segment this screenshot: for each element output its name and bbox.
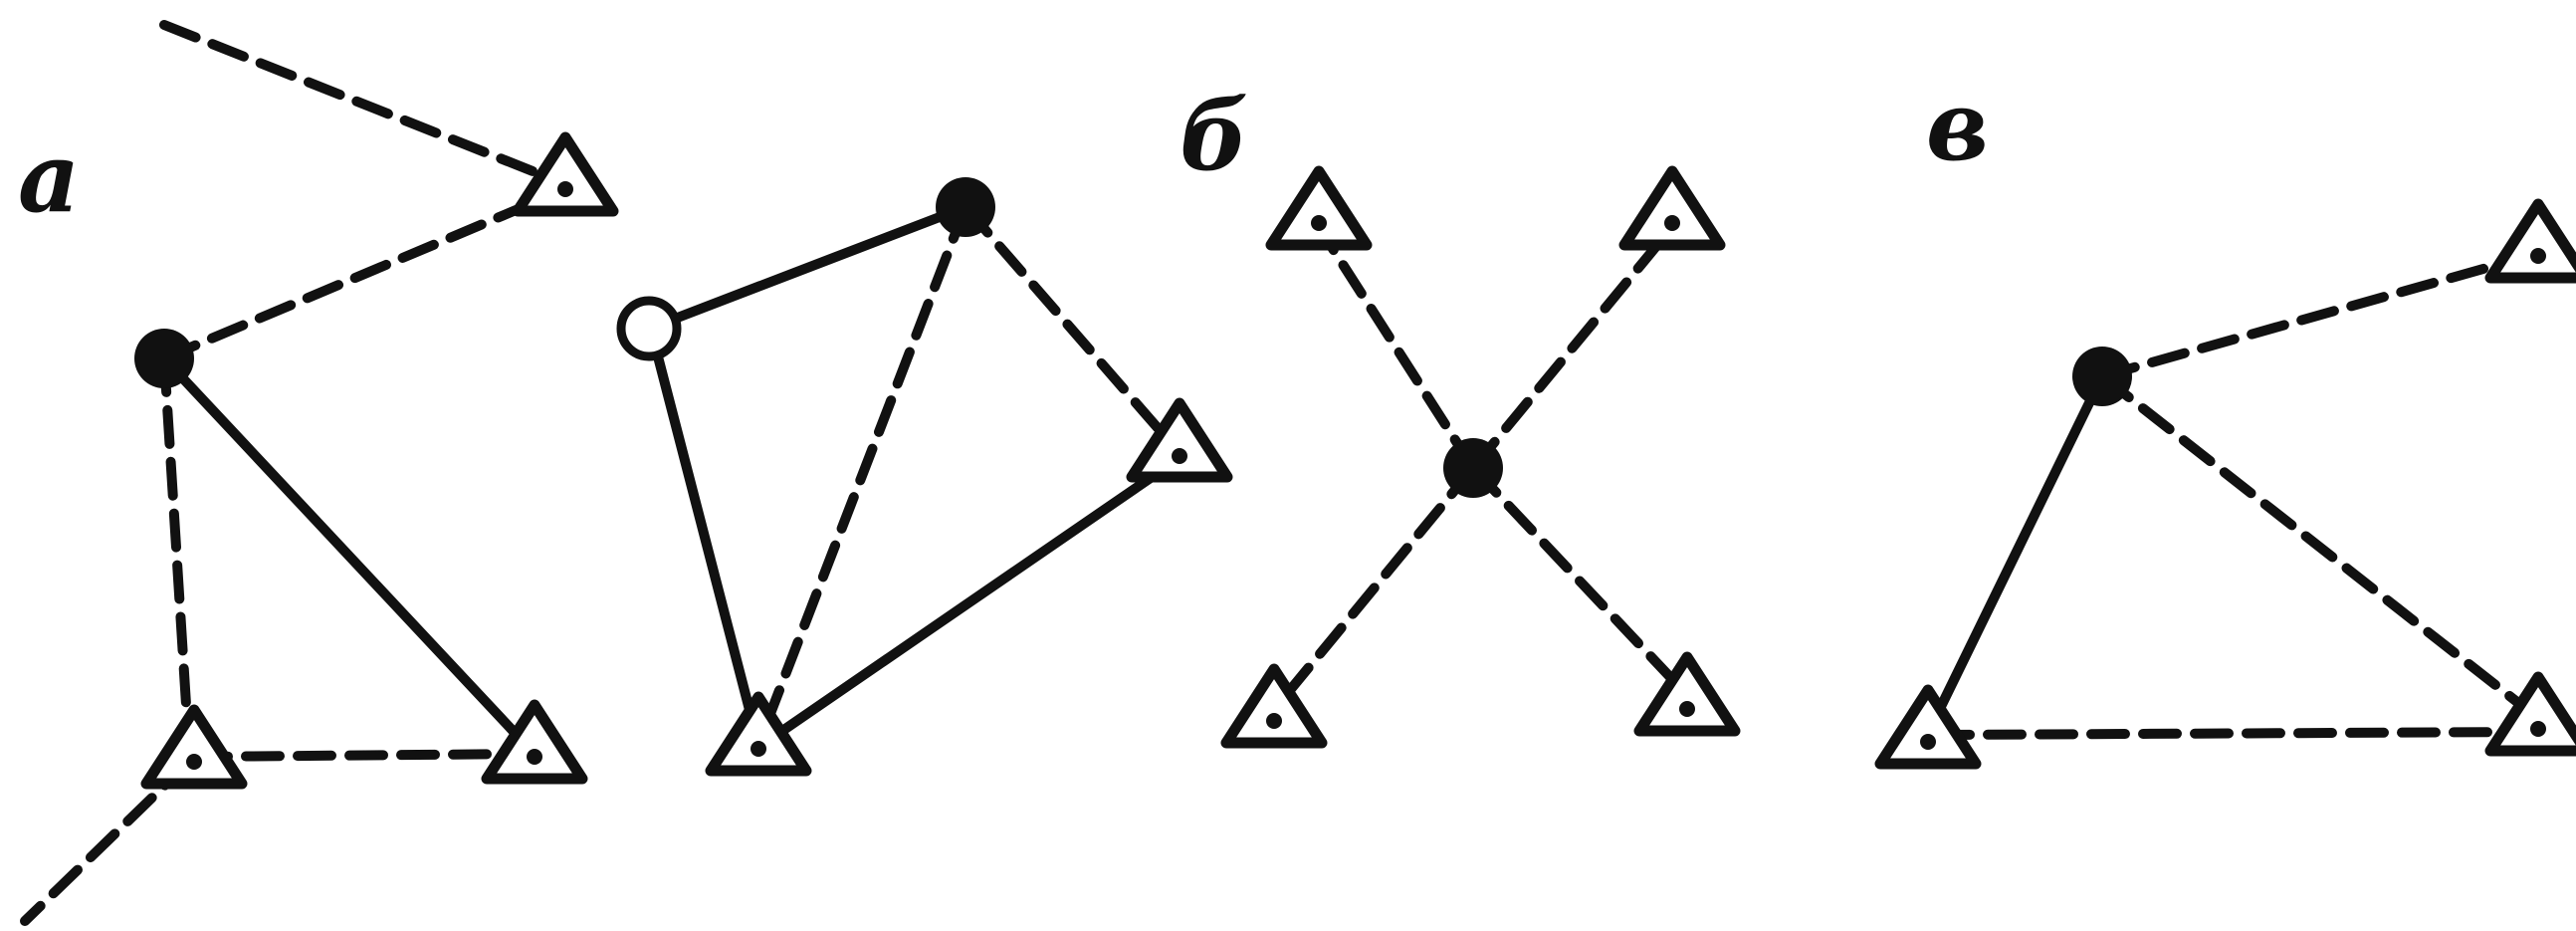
station-triangle-icon <box>1874 684 1982 770</box>
station-triangle-icon <box>1618 165 1726 251</box>
edge <box>159 353 537 757</box>
panel-c-network <box>1874 198 2576 770</box>
edge <box>2097 371 2541 722</box>
edge <box>647 329 761 742</box>
station-triangle-icon <box>481 699 588 785</box>
panel-label-a: а <box>18 121 80 234</box>
edge <box>1926 371 2107 732</box>
station-triangle-icon <box>705 691 812 777</box>
edge <box>189 749 537 762</box>
edge <box>1314 222 1478 473</box>
panel-a-right-network <box>616 177 1233 777</box>
panel-b-network <box>1220 165 1741 749</box>
panel-label-b: б <box>1180 80 1248 192</box>
edge <box>756 202 970 742</box>
station-triangle-icon <box>1265 165 1373 251</box>
station-triangle-icon <box>1220 663 1328 749</box>
panel-label-c: в <box>1926 70 1989 182</box>
edge <box>159 353 194 757</box>
filled-point-icon <box>936 177 995 237</box>
filled-point-icon <box>134 329 194 388</box>
edge-incoming-top <box>159 20 570 189</box>
filled-point-icon <box>2072 347 2132 406</box>
station-triangle-icon <box>512 131 619 217</box>
edge <box>159 184 570 363</box>
edge <box>1931 727 2541 740</box>
filled-point-icon <box>1443 438 1503 498</box>
edge <box>1267 463 1478 717</box>
edge <box>1468 222 1677 473</box>
station-triangle-icon <box>2484 671 2576 757</box>
station-triangle-icon <box>1126 397 1233 483</box>
edge <box>961 202 1184 458</box>
panel-a-left-network <box>20 20 619 926</box>
edge <box>1468 463 1692 700</box>
station-triangle-icon <box>1633 651 1741 737</box>
edge <box>644 202 970 334</box>
station-triangle-icon <box>140 704 248 790</box>
edge <box>2097 249 2541 381</box>
edge <box>761 453 1184 747</box>
station-triangle-icon <box>2484 198 2576 284</box>
open-point-icon <box>616 296 682 361</box>
